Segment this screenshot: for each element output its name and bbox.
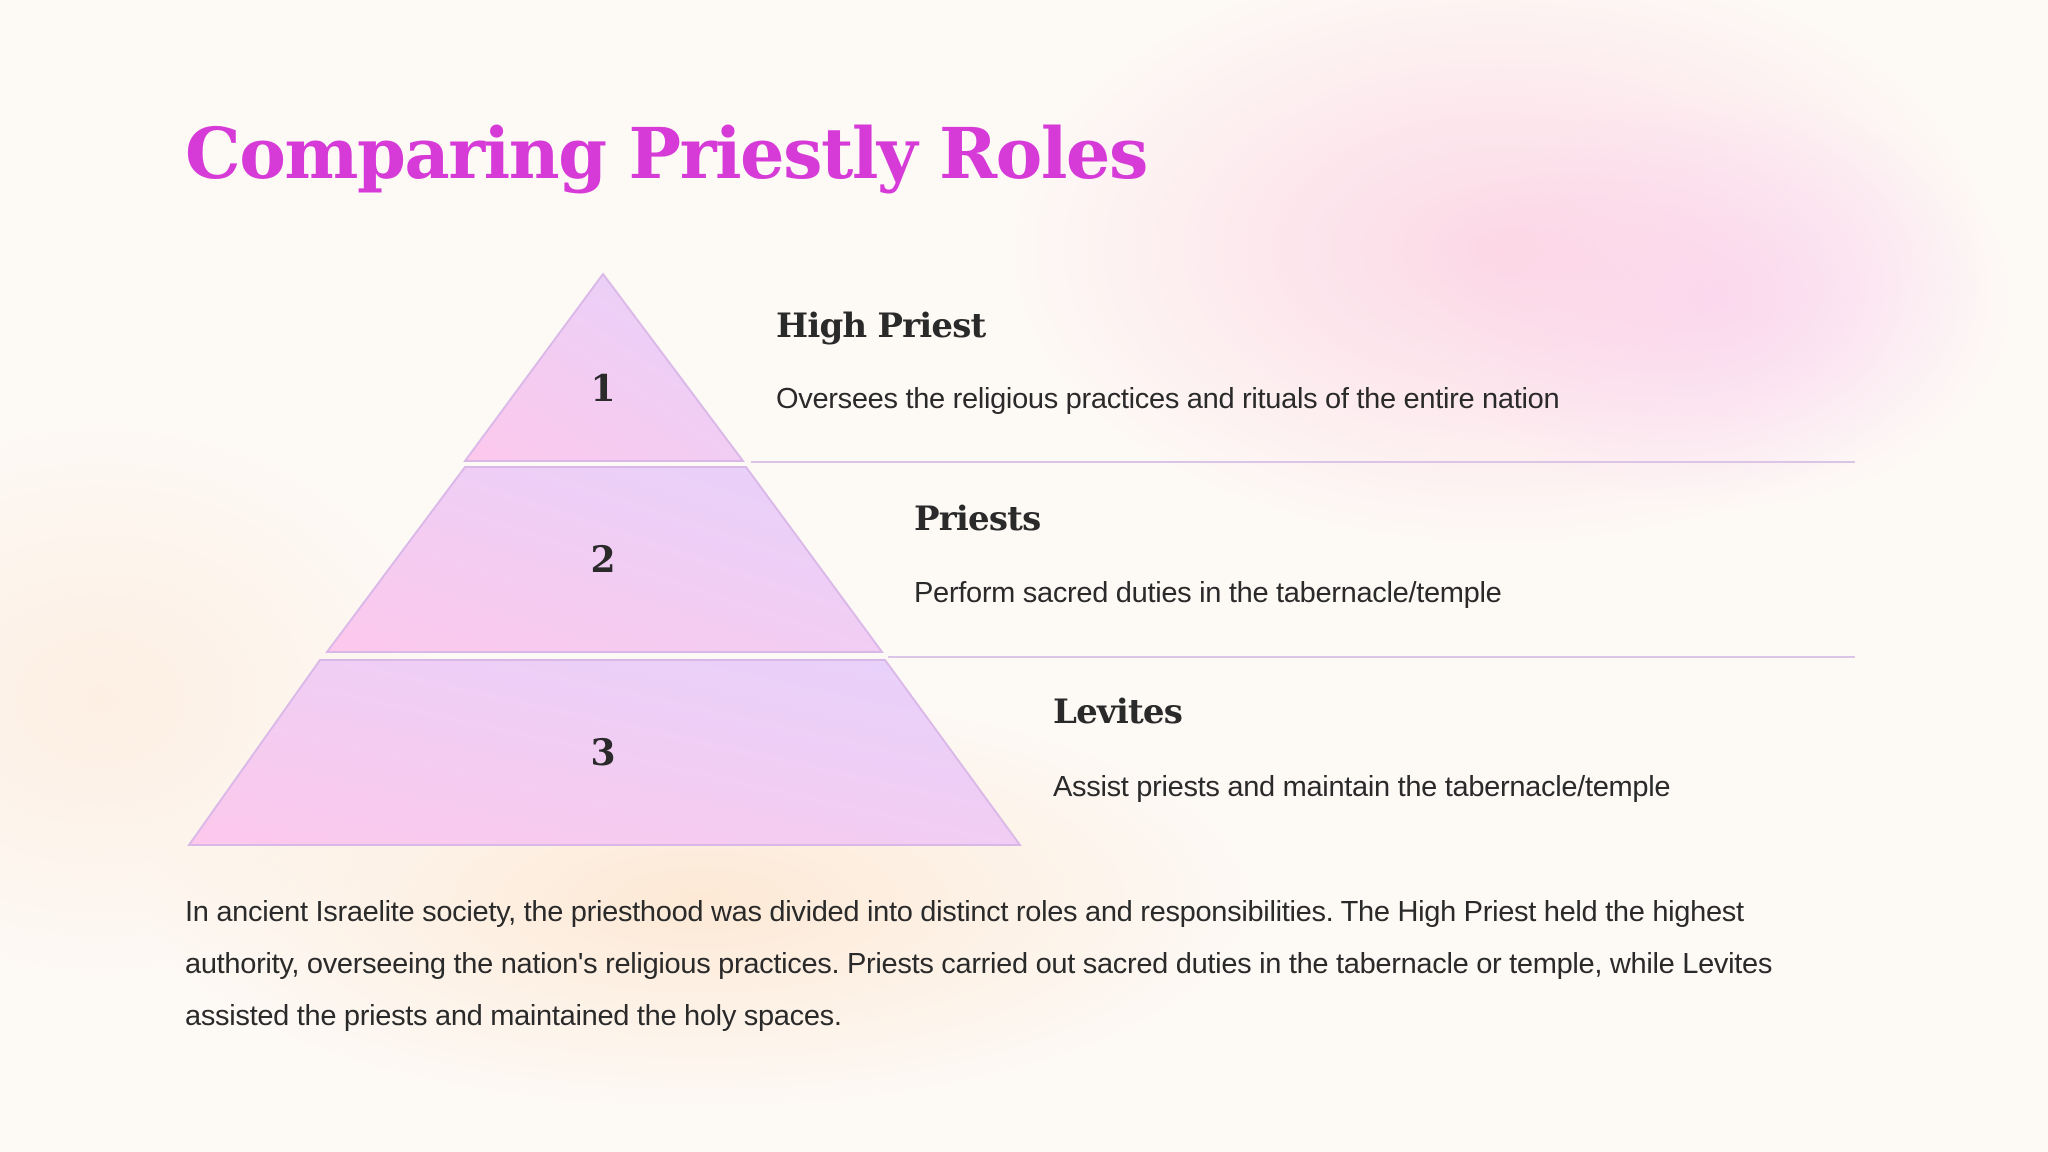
tier-description-priests: Perform sacred duties in the tabernacle/… <box>914 577 1502 609</box>
pyramid-tier-1 <box>463 272 745 462</box>
tier-description-high-priest: Oversees the religious practices and rit… <box>776 383 1560 415</box>
pyramid-tier-3 <box>187 659 1022 846</box>
tier-description-levites: Assist priests and maintain the tabernac… <box>1053 771 1671 803</box>
page-title: Comparing Priestly Roles <box>185 112 1148 195</box>
tier-heading-levites: Levites <box>1053 692 1183 732</box>
summary-paragraph: In ancient Israelite society, the priest… <box>185 896 1773 1032</box>
tier-heading-priests: Priests <box>914 499 1041 539</box>
tier-heading-high-priest: High Priest <box>776 306 986 346</box>
tier-number-2: 2 <box>590 539 615 581</box>
divider <box>888 656 1855 658</box>
pyramid-tier-2 <box>325 466 884 653</box>
divider <box>751 461 1855 463</box>
tier-number-3: 3 <box>590 732 615 774</box>
tier-number-1: 1 <box>590 368 615 410</box>
